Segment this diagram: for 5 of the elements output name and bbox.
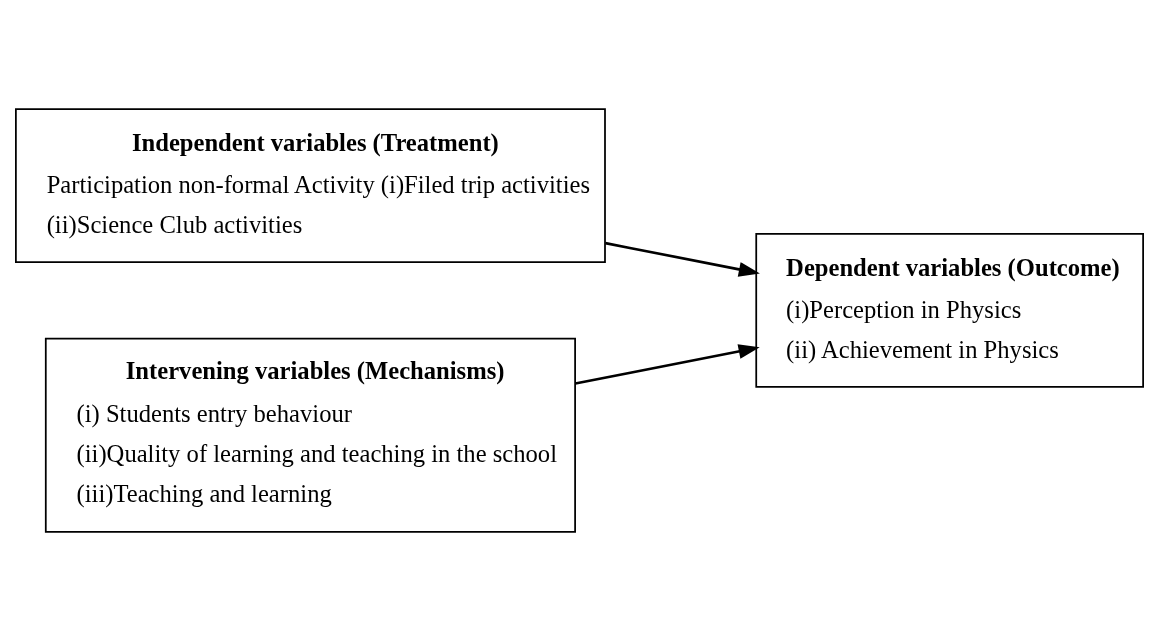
node-box: Intervening variables (Mechanisms) (i) Students entry behaviour (ii)Quality of learning and teaching in the school (iii)Teaching and learning <box>44 337 576 533</box>
node-box: Independent variables (Treatment) Participation non-formal Activity (i)Filed trip activities (ii)Science Club activities <box>15 107 606 263</box>
node-box: Dependent variables (Outcome) (i)Perception in Physics (ii) Achievement in Physics <box>755 232 1144 388</box>
arrow <box>605 241 760 277</box>
arrow <box>575 343 760 385</box>
